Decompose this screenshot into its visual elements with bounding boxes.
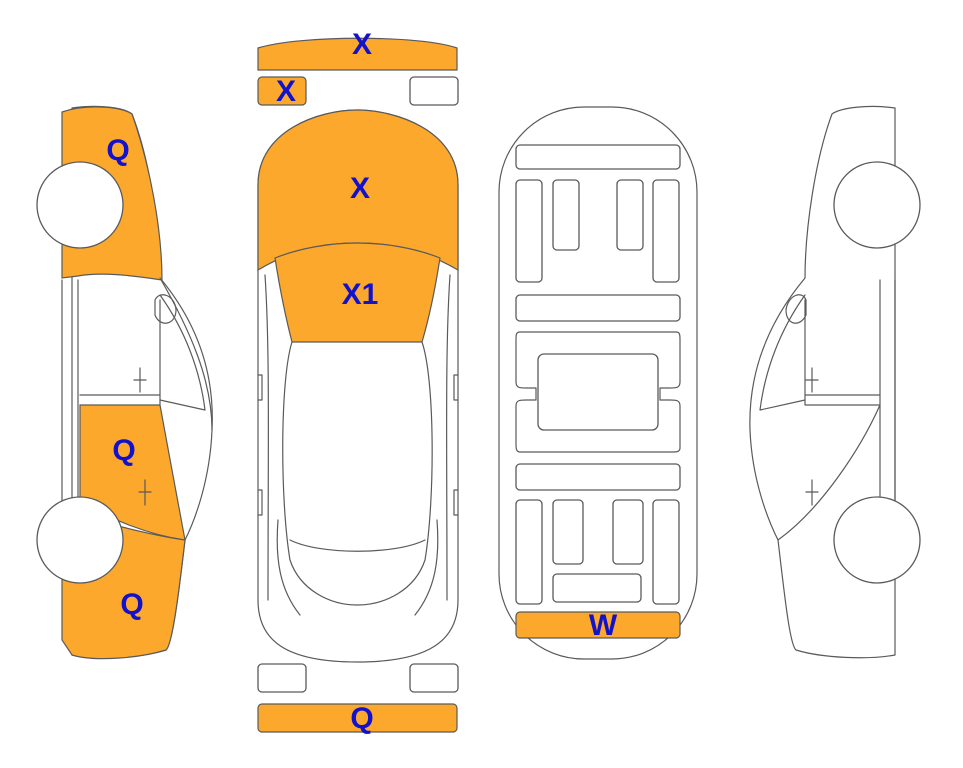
right-tail-light-panel — [409, 663, 459, 693]
trunk-floor-panel[interactable] — [515, 611, 681, 639]
right-side-body-outline — [749, 105, 896, 659]
top-view-right-pillars — [414, 274, 451, 616]
floor-view — [498, 106, 698, 660]
rear-bumper-panel[interactable] — [257, 703, 458, 733]
right-side-door-handle-rear — [805, 479, 819, 506]
label-left-rear-quarter: Q — [106, 134, 129, 167]
label-rear-bumper: Q — [350, 702, 373, 735]
floor-outline — [498, 106, 698, 660]
left-front-wheel — [36, 496, 124, 584]
floor-rail-right-rear — [652, 499, 680, 605]
floor-box-right-front — [616, 179, 644, 251]
right-side-sill — [879, 279, 896, 506]
floor-box-right-rear — [612, 499, 644, 565]
right-side-mirror — [785, 294, 807, 324]
floor-box-left-front — [552, 179, 580, 251]
label-trunk-floor: W — [589, 609, 618, 642]
left-side-door-seam — [79, 299, 161, 406]
right-side-view — [749, 105, 921, 659]
left-tail-light-panel — [257, 663, 307, 693]
top-view-mirrors — [257, 374, 459, 516]
floor-rail-left-front — [515, 179, 543, 283]
windshield-panel[interactable] — [274, 242, 441, 343]
damage-labels: X X X X1 Q Q Q Q W — [106, 28, 618, 735]
right-side-door-handle-front — [805, 367, 819, 393]
label-left-headlight: X — [276, 75, 296, 108]
floor-rail-right-front — [652, 179, 680, 283]
floor-crossmember-front — [515, 294, 681, 322]
right-rear-wheel — [833, 161, 921, 249]
label-left-rear-door: Q — [112, 434, 135, 467]
label-windshield: X1 — [342, 278, 379, 311]
left-side-door-handle-front — [133, 367, 147, 393]
floor-rail-left-rear — [515, 499, 543, 605]
left-side-door-handle-rear — [138, 479, 152, 506]
left-side-window — [159, 294, 206, 411]
top-view-left-pillars — [264, 274, 301, 616]
right-side-window — [759, 294, 806, 411]
label-left-front-fender: Q — [120, 588, 143, 621]
top-view-cabin — [282, 341, 433, 606]
front-bumper-top-panel[interactable] — [257, 37, 458, 71]
label-front-bumper-top: X — [352, 28, 372, 61]
right-side-door-seam — [777, 299, 881, 541]
left-side-view — [36, 105, 213, 660]
floor-box-left-rear — [552, 499, 584, 565]
right-front-wheel — [833, 496, 921, 584]
left-headlight-panel[interactable] — [257, 76, 307, 106]
floor-spare-wheel-well — [552, 573, 642, 603]
floor-center-frame — [515, 331, 681, 453]
floor-center-panel — [537, 353, 659, 431]
left-side-roof-line — [159, 277, 213, 431]
floor-panel-front — [515, 144, 681, 170]
label-hood: X — [350, 172, 370, 205]
top-view-rear-window — [289, 539, 426, 552]
left-side-sill — [61, 279, 79, 506]
floor-crossmember-rear — [515, 463, 681, 491]
top-view — [257, 37, 459, 733]
left-side-mirror — [154, 294, 177, 324]
left-rear-wheel — [36, 161, 124, 249]
right-headlight-panel — [409, 76, 459, 106]
